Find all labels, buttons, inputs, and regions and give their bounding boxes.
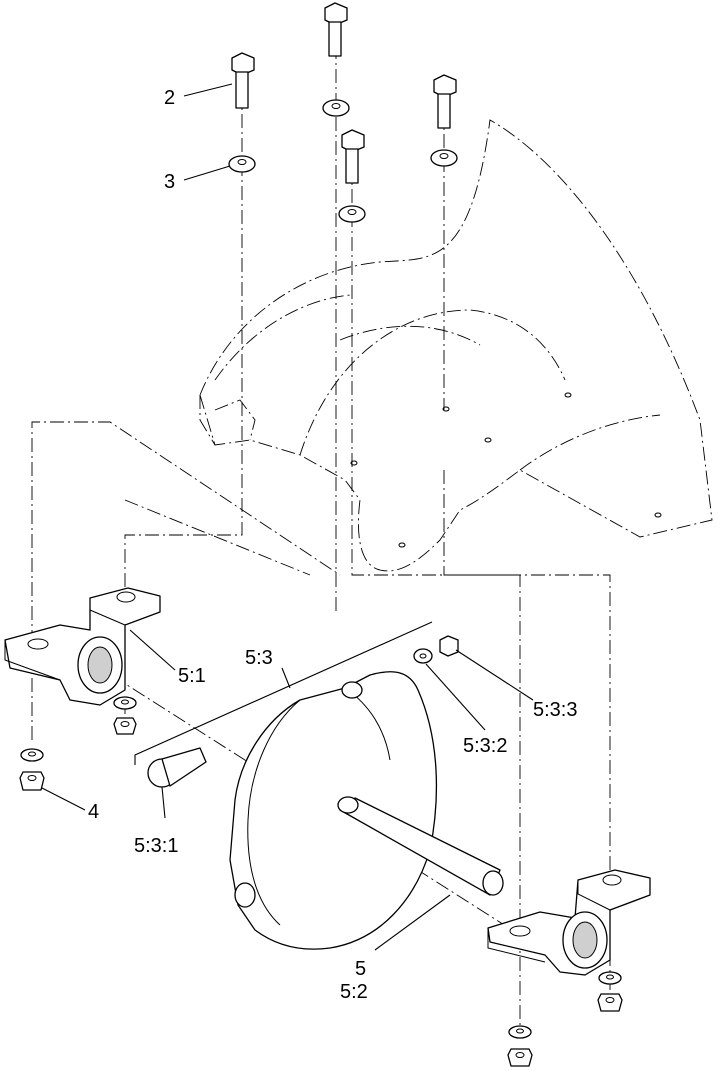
callout-5-3-1: 5:3:1: [134, 835, 178, 857]
callout-5-2: 5:2: [340, 981, 368, 1003]
washer-5-3-2: [413, 648, 433, 664]
washer-3: [228, 155, 256, 173]
bolt-top-center: [322, 2, 350, 117]
callout-4: 4: [88, 801, 99, 823]
bolt-2: [231, 52, 255, 109]
impeller: [229, 671, 438, 950]
washer-nut-left-inner: [113, 696, 137, 735]
callout-labels: 2 3 4 5:1 5:3 5:3:1 5:3:2 5:3:3 5 5:2: [88, 87, 577, 1003]
washer-nut-right-outer: [507, 1025, 533, 1067]
callout-5-3: 5:3: [245, 647, 273, 669]
bolt-5-3-1: [147, 747, 207, 788]
callout-3: 3: [164, 171, 175, 193]
deflector-housing: [199, 119, 713, 572]
bolt-right: [430, 74, 458, 167]
bolt-mid: [338, 129, 366, 223]
shaft-5-2: [337, 796, 504, 896]
callout-5-1: 5:1: [178, 665, 206, 687]
nut-5-3-3: [439, 635, 459, 657]
callout-2: 2: [164, 87, 175, 109]
callout-5-3-2: 5:3:2: [463, 735, 507, 757]
callout-5: 5: [355, 958, 366, 980]
washer-nut-4: [19, 748, 45, 791]
leader-lines: [41, 83, 534, 951]
bearing-right: [487, 869, 651, 976]
washer-nut-right-inner: [597, 971, 623, 1012]
callout-5-3-3: 5:3:3: [533, 699, 577, 721]
bearing-left: [4, 587, 161, 706]
